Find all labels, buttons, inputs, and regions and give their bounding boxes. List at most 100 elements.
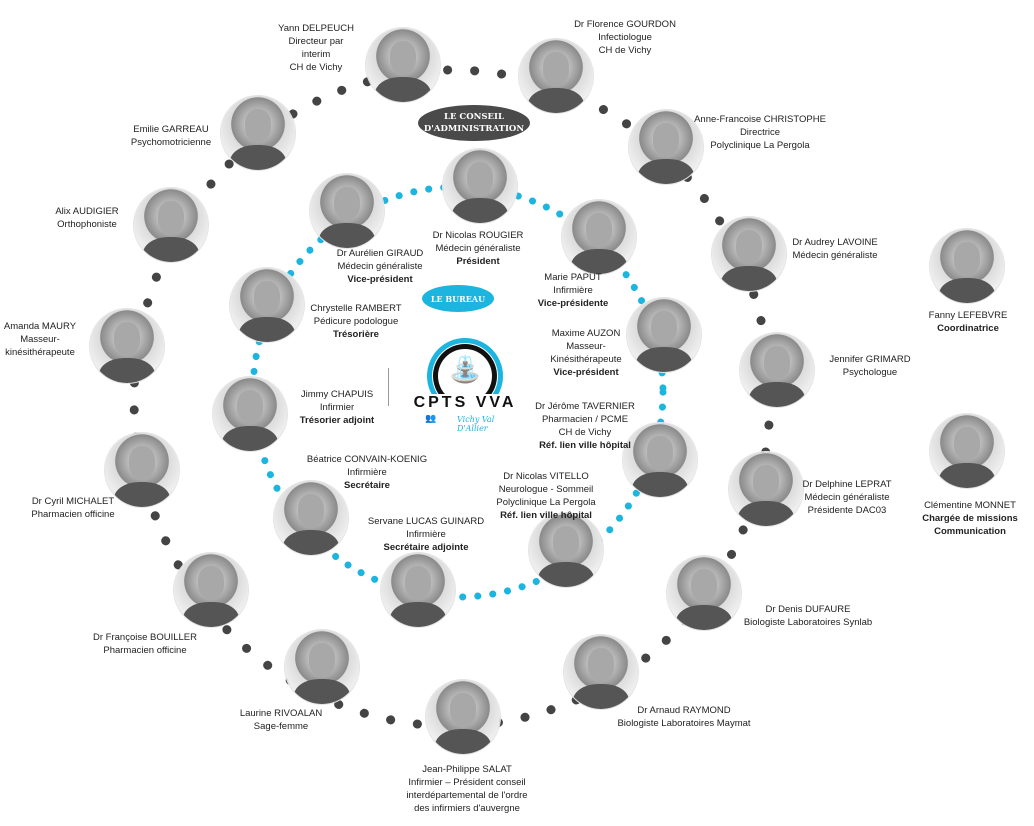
person-name: Dr Arnaud RAYMOND [637, 705, 731, 716]
person-role: Directeur par [288, 36, 344, 47]
person-name: Chrystelle RAMBERT [310, 303, 402, 314]
person-photo [667, 556, 741, 630]
person-photo [562, 200, 636, 274]
person-title: Réf. lien ville hôpital [539, 440, 631, 451]
person-photo [629, 110, 703, 184]
person-role: interim [301, 49, 331, 60]
person-name: Béatrice CONVAIN-KOENIG [306, 454, 428, 465]
person-role: interdépartemental de l'ordre [406, 790, 528, 801]
person-photo [729, 452, 803, 526]
person-photo [221, 96, 295, 170]
person-role: CH de Vichy [598, 45, 652, 56]
person-name: Dr Nicolas ROUGIER [432, 230, 524, 241]
person-label: Dr Cyril MICHALET Pharmacien officine [31, 495, 114, 521]
person-name: Dr Florence GOURDON [574, 19, 676, 30]
person-photo [310, 174, 384, 248]
person-name: Laurine RIVOALAN [239, 708, 323, 719]
person-name: Emilie GARREAU [133, 124, 209, 135]
fountain-icon: ⛲ [449, 354, 482, 384]
person-title: Trésorier adjoint [299, 415, 375, 426]
person-title: Vice-présidente [537, 298, 609, 309]
person-title: Trésorière [333, 329, 379, 340]
person-role: Infirmière [406, 529, 446, 540]
person-photo [213, 377, 287, 451]
person-photo [174, 553, 248, 627]
person-photo [930, 414, 1004, 488]
person-label: Fanny LEFEBVRE Coordinatrice [929, 309, 1008, 335]
person-role: Polyclinique La Pergola [496, 497, 596, 508]
person-role: Psychologue [842, 367, 898, 378]
person-photo [134, 188, 208, 262]
person-name: Dr Jérôme TAVERNIER [535, 401, 635, 412]
person-name: Dr Nicolas VITELLO [503, 471, 589, 482]
person-photo [627, 298, 701, 372]
person-name: Servane LUCAS GUINARD [367, 516, 485, 527]
person-name: Dr Aurélien GIRAUD [336, 248, 424, 259]
person-name: Anne-Francoise CHRISTOPHE [694, 114, 826, 125]
person-photo [381, 553, 455, 627]
person-photo [519, 39, 593, 113]
person-title: Communication [934, 526, 1006, 537]
person-role: Pharmacien / PCME [541, 414, 629, 425]
person-title: Coordinatrice [937, 323, 999, 334]
person-name: Dr Delphine LEPRAT [802, 479, 892, 490]
person-photo [930, 229, 1004, 303]
person-role: Biologiste Laboratoires Maymat [617, 718, 751, 729]
person-role: des infirmiers d'auvergne [414, 803, 520, 814]
person-photo [366, 28, 440, 102]
person-role: Kinésithérapeute [550, 354, 622, 365]
person-role: Présidente DAC03 [807, 505, 887, 516]
person-photo [90, 309, 164, 383]
person-role: Pédicure podologue [313, 316, 399, 327]
person-name: Clémentine MONNET [924, 500, 1016, 511]
logo-tagline: Vichy Val D'Allier [457, 415, 495, 433]
person-role: Biologiste Laboratoires Synlab [743, 617, 873, 628]
person-role: Directrice [739, 127, 781, 138]
person-name: Dr Denis DUFAURE [765, 604, 851, 615]
person-role: Infirmier – Président conseil [408, 777, 526, 788]
person-title: Vice-président [553, 367, 619, 378]
person-name: Jimmy CHAPUIS [300, 389, 374, 400]
person-role: CH de Vichy [558, 427, 612, 438]
person-role: Pharmacien officine [31, 509, 115, 520]
person-photo [230, 268, 304, 342]
person-title: Réf. lien ville hôpital [500, 510, 592, 521]
person-name: Jean-Philippe SALAT [422, 764, 512, 775]
person-name: Fanny LEFEBVRE [928, 310, 1008, 321]
cpts-vva-logo: ⛲ CPTS VVA 👥 Vichy Val D'Allier [405, 338, 525, 433]
person-role: Infirmier [319, 402, 355, 413]
person-name: Dr Françoise BOUILLER [92, 632, 198, 643]
person-role: CH de Vichy [289, 62, 343, 73]
person-label: Dr Françoise BOUILLER Pharmacien officine [93, 631, 197, 657]
person-role: Infirmière [347, 467, 387, 478]
person-label: Dr Arnaud RAYMOND Biologiste Laboratoires… [617, 704, 750, 730]
person-title: Vice-président [347, 274, 413, 285]
person-role: Pharmacien officine [103, 645, 187, 656]
people-icon: 👥 [425, 413, 437, 423]
person-photo [712, 217, 786, 291]
person-name: Dr Cyril MICHALET [31, 496, 115, 507]
person-photo [443, 149, 517, 223]
person-name: Maxime AUZON [551, 328, 621, 339]
person-title: Président [456, 256, 500, 267]
person-title: Secrétaire adjointe [383, 542, 469, 553]
person-role: Orthophoniste [57, 219, 117, 230]
person-name: Amanda MAURY [3, 321, 77, 332]
